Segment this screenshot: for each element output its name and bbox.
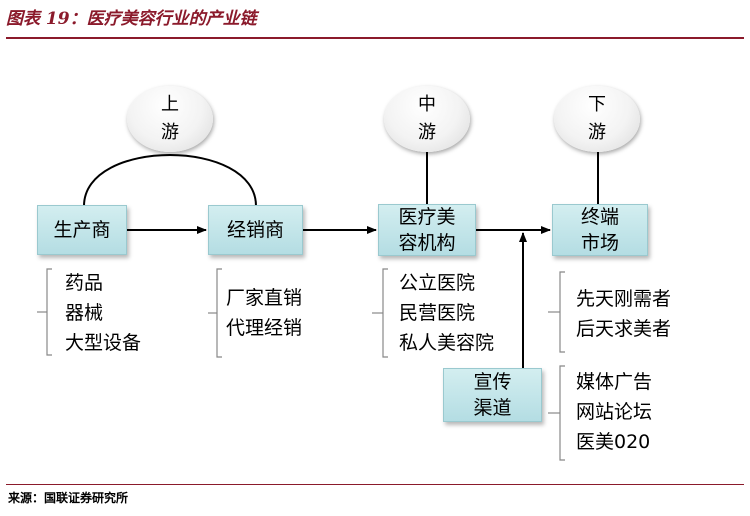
brace-institution-items [372,268,388,358]
distributor-node: 经销商 [208,205,303,255]
list-item: 网站论坛 [576,401,653,423]
list-item: 后天求美者 [576,318,672,340]
list-item: 私人美容院 [399,332,495,354]
list-item: 器械 [65,302,104,324]
brace-market-items [548,271,565,353]
source-note: 来源：国联证券研究所 [8,491,129,505]
list-item: 公立医院 [399,272,476,294]
distributor-items-list: 厂家直销 代理经销 [226,283,302,343]
producer-distributor-arc [83,154,257,207]
figure-title: 图表 19：医疗美容行业的产业链 [6,9,257,29]
list-item: 民营医院 [399,302,476,324]
institution-items-list: 公立医院 民营医院 私人美容院 [399,268,494,358]
institution-node: 医疗美 容机构 [378,204,476,256]
list-item: 厂家直销 [226,287,303,309]
producer-node: 生产商 [37,205,127,255]
list-item: 先天刚需者 [576,288,672,310]
channel-items-list: 媒体广告 网站论坛 医美020 [576,367,652,457]
midstream-stage-bubble: 中 游 [384,86,470,152]
market-items-list: 先天刚需者 后天求美者 [576,284,671,344]
brace-producer-items [37,268,52,356]
list-item: 药品 [65,272,104,294]
footer-divider [6,484,744,485]
channel-node: 宣传 渠道 [443,368,542,422]
brace-channel-items [548,365,565,461]
list-item: 媒体广告 [576,371,653,393]
upstream-stage-bubble: 上 游 [127,86,213,152]
producer-items-list: 药品 器械 大型设备 [65,268,141,358]
list-item: 医美020 [576,431,651,453]
list-item: 大型设备 [65,332,142,354]
market-node: 终端 市场 [552,204,648,256]
downstream-stage-bubble: 下 游 [554,86,640,152]
list-item: 代理经销 [226,317,303,339]
title-divider [6,37,744,39]
brace-distributor-items [208,268,222,358]
